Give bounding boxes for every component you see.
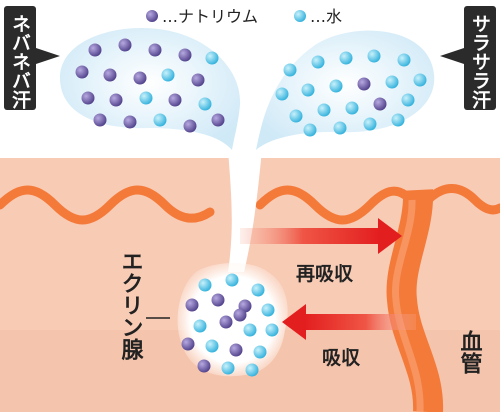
reabsorption-label: 再吸収 bbox=[296, 263, 354, 285]
reabsorption-arrow bbox=[240, 218, 402, 254]
water-particle bbox=[303, 123, 317, 137]
water-particle bbox=[283, 63, 297, 77]
sodium-particle bbox=[211, 293, 225, 307]
sodium-particle bbox=[178, 48, 192, 62]
water-particle bbox=[367, 49, 381, 63]
sodium-particle bbox=[211, 113, 225, 127]
water-particle bbox=[345, 101, 359, 115]
water-particle bbox=[317, 103, 331, 117]
water-particle bbox=[193, 319, 207, 333]
sodium-particle bbox=[148, 43, 162, 57]
sodium-particle bbox=[88, 43, 102, 57]
sodium-particle bbox=[233, 308, 247, 322]
water-particle bbox=[339, 51, 353, 65]
sodium-particle bbox=[357, 77, 371, 91]
water-particle bbox=[205, 51, 219, 65]
legend-sodium-dot bbox=[146, 10, 158, 22]
water-particle bbox=[289, 109, 303, 123]
smooth-sweat-box bbox=[464, 6, 496, 110]
water-particle bbox=[198, 97, 212, 111]
water-particle bbox=[205, 339, 219, 353]
water-particle bbox=[139, 91, 153, 105]
water-particle bbox=[413, 73, 427, 87]
sodium-particle bbox=[103, 68, 117, 82]
particle-layer bbox=[75, 38, 427, 377]
water-particle bbox=[161, 68, 175, 82]
sodium-particle bbox=[191, 73, 205, 87]
water-particle bbox=[401, 93, 415, 107]
dermis-boundary bbox=[0, 184, 500, 225]
sodium-particle bbox=[75, 65, 89, 79]
sodium-particle bbox=[123, 115, 137, 129]
sodium-particle bbox=[229, 343, 243, 357]
sodium-particle bbox=[168, 93, 182, 107]
water-particle bbox=[311, 55, 325, 69]
sticky-sweat-box bbox=[4, 6, 36, 110]
sticky-sweat-pointer bbox=[36, 48, 60, 64]
smooth-sweat-callout: サラサラ汗 bbox=[440, 6, 496, 110]
water-particle bbox=[397, 53, 411, 67]
blood-vessel-label: 血管 bbox=[457, 329, 483, 375]
water-particle bbox=[329, 79, 343, 93]
legend: …ナトリウム …水 bbox=[146, 7, 342, 26]
water-particle bbox=[385, 75, 399, 89]
absorption-arrow bbox=[282, 304, 416, 340]
sticky-sweat-callout: ネバネバ汗 bbox=[4, 6, 60, 110]
water-particle bbox=[333, 121, 347, 135]
sodium-particle bbox=[133, 71, 147, 85]
water-particle bbox=[221, 361, 235, 375]
sodium-particle bbox=[109, 93, 123, 107]
water-particle bbox=[301, 83, 315, 97]
legend-sodium-label: …ナトリウム bbox=[162, 7, 258, 26]
eccrine-gland-callout: エクリン腺 bbox=[118, 250, 170, 361]
blood-vessel bbox=[386, 189, 444, 413]
water-particle bbox=[275, 87, 289, 101]
smooth-sweat-pointer bbox=[440, 48, 464, 64]
legend-water-dot bbox=[294, 10, 306, 22]
sodium-particle bbox=[183, 119, 197, 133]
sodium-particle bbox=[93, 113, 107, 127]
sodium-particle bbox=[219, 315, 233, 329]
water-particle bbox=[265, 323, 279, 337]
blood-vessel-highlight bbox=[391, 199, 424, 413]
sodium-particle bbox=[185, 298, 199, 312]
water-particle bbox=[225, 273, 239, 287]
water-particle bbox=[251, 283, 265, 297]
water-particle bbox=[245, 363, 259, 377]
water-particle bbox=[198, 278, 212, 292]
sweat-duct bbox=[228, 150, 262, 272]
eccrine-gland-label: エクリン腺 bbox=[118, 250, 144, 361]
water-particle bbox=[253, 345, 267, 359]
absorption-label: 吸収 bbox=[322, 347, 361, 369]
water-particle bbox=[243, 323, 257, 337]
water-particle bbox=[391, 113, 405, 127]
water-particle bbox=[363, 117, 377, 131]
legend-water-label: …水 bbox=[310, 7, 342, 26]
sodium-particle bbox=[118, 38, 132, 52]
water-particle bbox=[153, 113, 167, 127]
smooth-sweat-label: サラサラ汗 bbox=[469, 14, 491, 110]
sodium-particle bbox=[373, 97, 387, 111]
sodium-particle bbox=[181, 337, 195, 351]
water-particle bbox=[261, 303, 275, 317]
sodium-particle bbox=[81, 91, 95, 105]
sodium-particle bbox=[197, 359, 211, 373]
sticky-sweat-label: ネバネバ汗 bbox=[9, 14, 31, 110]
